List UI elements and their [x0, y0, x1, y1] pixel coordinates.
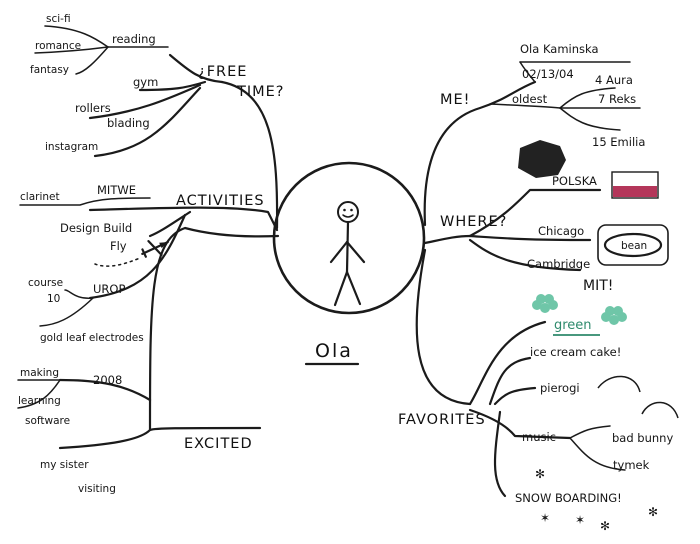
- branch-line-me: [423, 80, 537, 227]
- label-clarinet: clarinet: [20, 191, 60, 203]
- label-bad-bunny: bad bunny: [612, 431, 673, 445]
- svg-text:✻: ✻: [600, 519, 610, 533]
- branch-activities: ACTIVITIES MITWE clarinet Design Build F…: [19, 183, 265, 344]
- label-name: Ola Kaminska: [520, 42, 599, 56]
- center-circle: [272, 161, 426, 315]
- label-mit: MIT!: [583, 278, 613, 294]
- branch-me: ME! Ola Kaminska 02/13/04 oldest 4 Aura …: [440, 42, 645, 149]
- label-sister-2: visiting: [78, 483, 116, 495]
- svg-text:✶: ✶: [575, 513, 585, 527]
- me-title: ME!: [440, 92, 471, 108]
- line-2008: [58, 378, 152, 402]
- branch-excited: EXCITED 2008 making learning software my…: [17, 367, 262, 495]
- label-rollers: rollers: [75, 101, 111, 115]
- label-miwe: MITWE: [97, 183, 136, 197]
- branch-line-excited: [58, 226, 280, 450]
- label-green: green: [554, 318, 592, 333]
- line-instagram: [93, 86, 202, 158]
- label-course: course: [28, 277, 63, 289]
- branch-line-activities: [88, 206, 279, 232]
- branch-line-where: [423, 234, 472, 245]
- label-dbf-1: Design Build: [60, 221, 132, 235]
- label-sibling-2: 7 Reks: [598, 92, 636, 106]
- center-label: Ola: [315, 340, 353, 362]
- label-bean: bean: [621, 240, 647, 252]
- airplane-icon: [141, 240, 169, 258]
- label-dbf-2: Fly: [110, 239, 127, 253]
- free-time-title-2: TIME?: [236, 84, 285, 100]
- svg-text:✻: ✻: [535, 467, 545, 481]
- line-reading: [168, 53, 224, 84]
- label-reading: reading: [112, 32, 156, 46]
- label-polska: POLSKA: [552, 174, 597, 188]
- label-software: software: [25, 415, 70, 427]
- label-romance: romance: [35, 40, 81, 52]
- label-scifi: sci-fi: [46, 13, 71, 25]
- label-urop: UROP: [93, 282, 125, 296]
- line-rollers: [88, 83, 202, 120]
- snowflake-icons: ✻ ✶ ✶ ✻ ✻: [535, 467, 658, 533]
- branch-lines: [58, 80, 537, 450]
- label-making: making: [20, 367, 59, 379]
- branch-favorites: FAVORITES green ice cream cake! pierogi …: [398, 294, 679, 533]
- branch-where: WHERE? POLSKA Chicago Cambridge MIT! bea…: [440, 140, 669, 294]
- excited-title: EXCITED: [184, 436, 253, 452]
- center-node: Ola: [272, 161, 426, 366]
- label-ice-cream-cake: ice cream cake!: [530, 345, 621, 359]
- flower-icon-2: [601, 306, 627, 325]
- bean-sculpture-icon: bean: [597, 224, 669, 266]
- dotted-trail: [94, 257, 141, 267]
- label-learning: learning: [18, 395, 61, 407]
- svg-text:✻: ✻: [648, 505, 658, 519]
- label-pierogi: pierogi: [540, 381, 580, 395]
- label-snowboarding: SNOW BOARDING!: [515, 491, 622, 505]
- label-birthday: 02/13/04: [522, 67, 574, 81]
- label-chicago: Chicago: [538, 224, 584, 238]
- label-cambridge: Cambridge: [527, 257, 590, 271]
- activities-title: ACTIVITIES: [176, 193, 265, 209]
- line-urop: [88, 213, 187, 300]
- pierogi-icon: [597, 375, 679, 419]
- label-sibling-3: 15 Emilia: [592, 135, 645, 149]
- favorites-title: FAVORITES: [398, 412, 486, 428]
- label-2008: 2008: [93, 373, 122, 387]
- label-gym: gym: [133, 75, 158, 89]
- free-time-title-1: ¿FREE: [198, 64, 247, 80]
- label-gold-leaf: gold leaf electrodes: [40, 332, 144, 344]
- label-blading: blading: [107, 116, 150, 130]
- poland-map-icon: [518, 140, 566, 178]
- poland-flag-icon: [611, 171, 659, 199]
- where-title: WHERE?: [440, 214, 507, 230]
- branch-line-free-time: [220, 80, 279, 230]
- branch-free-time: ¿FREE TIME? reading sci-fi romance fanta…: [30, 13, 285, 158]
- label-oldest: oldest: [512, 92, 548, 106]
- label-sibling-1: 4 Aura: [595, 73, 633, 87]
- line-gym: [138, 80, 207, 92]
- stick-figure-icon: [329, 201, 366, 307]
- label-tymek: tymek: [613, 458, 650, 472]
- label-fantasy: fantasy: [30, 64, 69, 76]
- label-music: music: [522, 430, 556, 444]
- branch-line-favorites: [415, 248, 472, 406]
- svg-text:✶: ✶: [540, 511, 550, 525]
- label-instagram: instagram: [45, 141, 98, 153]
- label-course-num: 10: [47, 293, 60, 305]
- flower-icon: [532, 294, 558, 313]
- label-sister-1: my sister: [40, 459, 89, 471]
